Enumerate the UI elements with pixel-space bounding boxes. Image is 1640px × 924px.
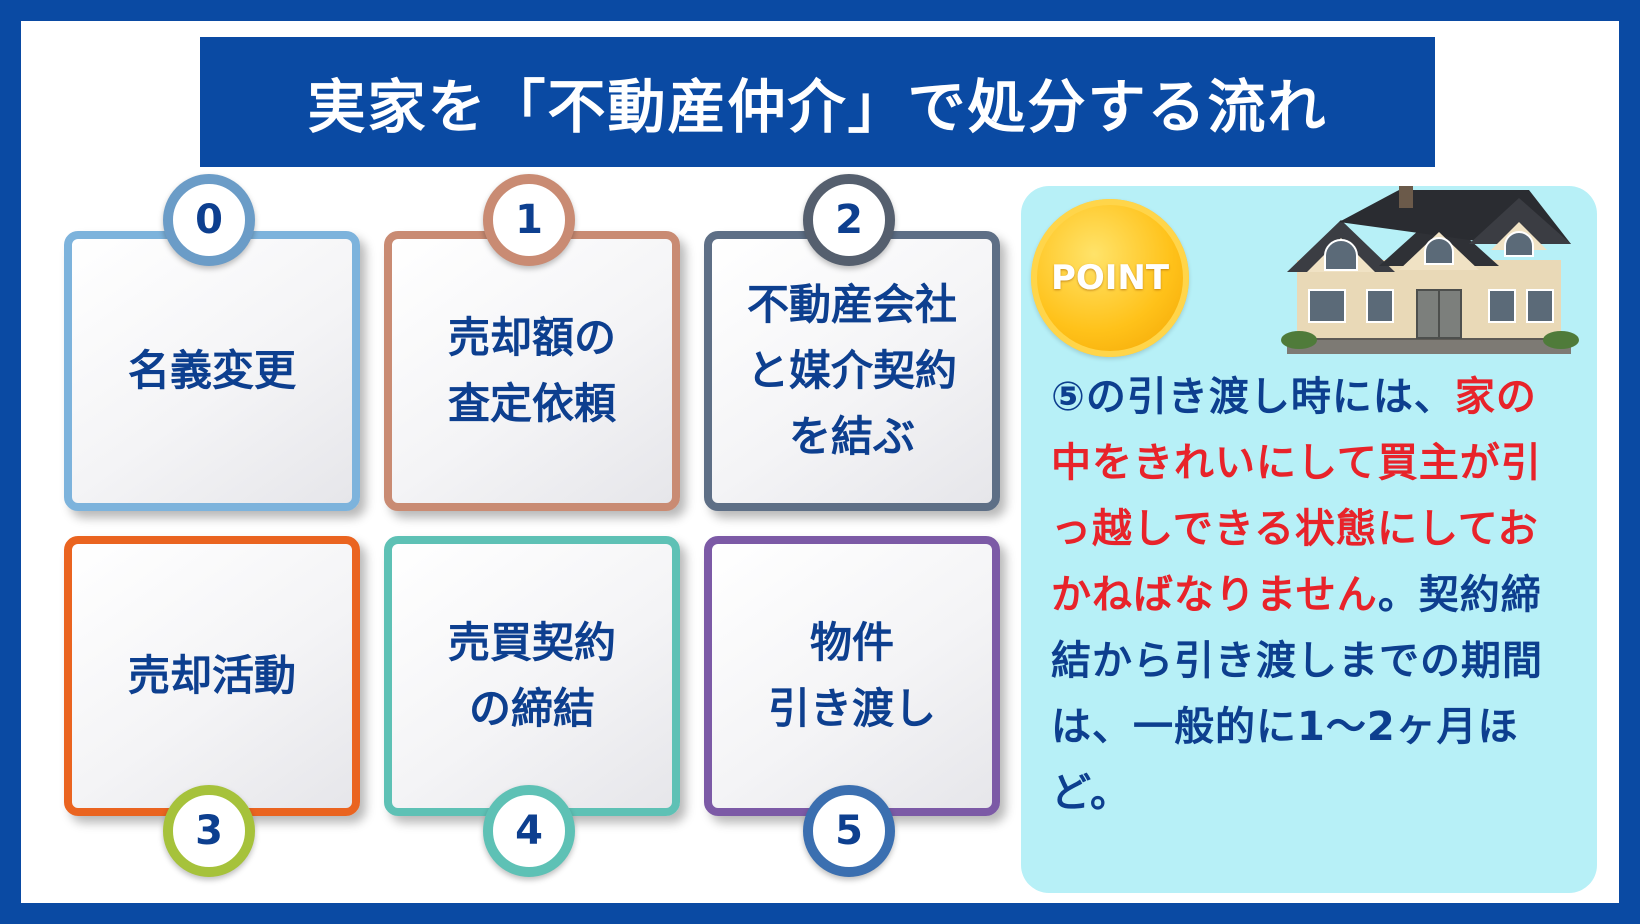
point-badge-label: POINT bbox=[1050, 258, 1170, 298]
step-label-4: 売買契約 の締結 bbox=[447, 618, 616, 733]
step-card-2: 不動産会社 と媒介契約 を結ぶ bbox=[704, 231, 1000, 511]
step-label-0: 名義変更 bbox=[127, 346, 296, 395]
step-card-0: 名義変更 bbox=[64, 231, 360, 511]
page-title: 実家を「不動産仲介」で処分する流れ bbox=[307, 73, 1328, 141]
step-label-2: 不動産会社 と媒介契約 を結ぶ bbox=[746, 280, 957, 461]
step-number-5: 5 bbox=[835, 808, 863, 854]
step-number-2: 2 bbox=[835, 197, 863, 243]
house-icon bbox=[1281, 186, 1579, 354]
step-number-badge-2: 2 bbox=[803, 174, 895, 266]
step-card-3: 売却活動 bbox=[64, 536, 360, 816]
step-number-badge-4: 4 bbox=[483, 785, 575, 877]
step-number-badge-5: 5 bbox=[803, 785, 895, 877]
point-panel: POINT bbox=[1021, 186, 1597, 893]
point-text-highlight: 家の中をきれいにして買主が引っ越しできる状態にしておかねばなりません bbox=[1051, 374, 1542, 618]
point-text-before: ⑤の引き渡し時には、 bbox=[1051, 374, 1455, 420]
step-number-3: 3 bbox=[195, 808, 223, 854]
step-number-4: 4 bbox=[515, 808, 543, 854]
step-label-1: 売却額の 査定依頼 bbox=[447, 313, 616, 428]
step-card-1: 売却額の 査定依頼 bbox=[384, 231, 680, 511]
step-card-4: 売買契約 の締結 bbox=[384, 536, 680, 816]
step-card-5: 物件 引き渡し bbox=[704, 536, 1000, 816]
step-label-5: 物件 引き渡し bbox=[767, 618, 936, 733]
point-description: ⑤の引き渡し時には、家の中をきれいにして買主が引っ越しできる状態にしておかねばな… bbox=[1051, 364, 1571, 826]
point-text-after: 。契約締結から引き渡しまでの期間は、一般的に1〜2ヶ月ほど。 bbox=[1051, 572, 1543, 816]
step-number-1: 1 bbox=[515, 197, 543, 243]
title-banner: 実家を「不動産仲介」で処分する流れ bbox=[200, 37, 1435, 167]
step-number-badge-0: 0 bbox=[163, 174, 255, 266]
step-number-0: 0 bbox=[195, 197, 223, 243]
canvas: 実家を「不動産仲介」で処分する流れ 名義変更 0 売却額の 査定依頼 1 不動産… bbox=[21, 21, 1619, 903]
step-number-badge-3: 3 bbox=[163, 785, 255, 877]
step-label-3: 売却活動 bbox=[127, 651, 296, 700]
point-coin-icon: POINT bbox=[1031, 199, 1189, 357]
step-number-badge-1: 1 bbox=[483, 174, 575, 266]
